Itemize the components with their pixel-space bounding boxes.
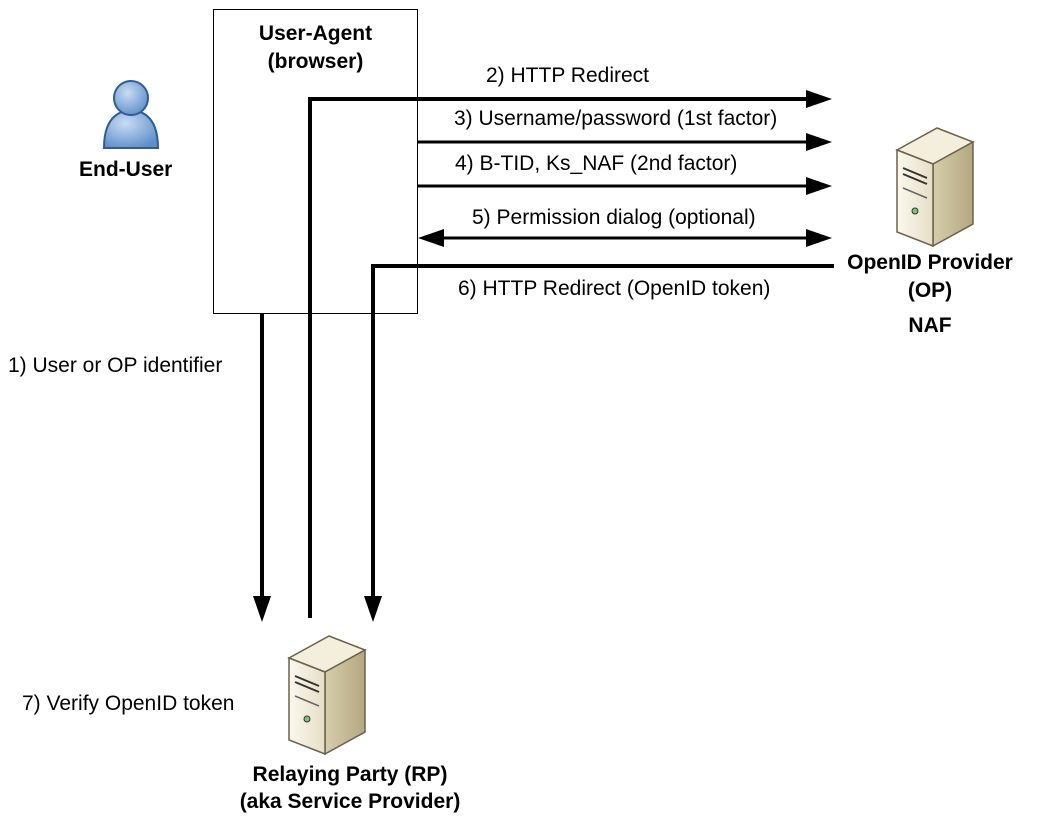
user-icon bbox=[102, 80, 160, 149]
relaying-party-sublabel: (aka Service Provider) bbox=[239, 790, 461, 813]
user-agent-box bbox=[213, 9, 418, 314]
server-icon bbox=[895, 127, 975, 248]
step-7-label: 7) Verify OpenID token bbox=[22, 692, 235, 715]
arrow-step-2 bbox=[308, 90, 832, 618]
openid-provider-label: OpenID Provider bbox=[847, 251, 1013, 274]
arrow-step-3 bbox=[418, 133, 832, 151]
user-agent-label: User-Agent bbox=[258, 22, 373, 45]
arrow-step-4 bbox=[418, 177, 832, 195]
openid-provider-abbrev: (OP) bbox=[907, 279, 953, 302]
step-4-label: 4) B-TID, Ks_NAF (2nd factor) bbox=[455, 152, 738, 175]
step-1-label: 1) User or OP identifier bbox=[8, 354, 223, 377]
user-agent-sublabel: (browser) bbox=[267, 50, 364, 73]
end-user-label: End-User bbox=[79, 158, 173, 181]
arrow-step-6 bbox=[364, 264, 834, 622]
naf-label: NAF bbox=[908, 314, 952, 337]
step-6-label: 6) HTTP Redirect (OpenID token) bbox=[458, 277, 771, 300]
relaying-party-label: Relaying Party (RP) bbox=[252, 763, 448, 786]
arrow-step-5 bbox=[418, 229, 832, 247]
step-3-label: 3) Username/password (1st factor) bbox=[454, 107, 778, 130]
arrow-step-1 bbox=[253, 314, 271, 622]
step-2-label: 2) HTTP Redirect bbox=[486, 64, 649, 87]
step-5-label: 5) Permission dialog (optional) bbox=[472, 206, 756, 229]
server-icon bbox=[287, 635, 367, 756]
